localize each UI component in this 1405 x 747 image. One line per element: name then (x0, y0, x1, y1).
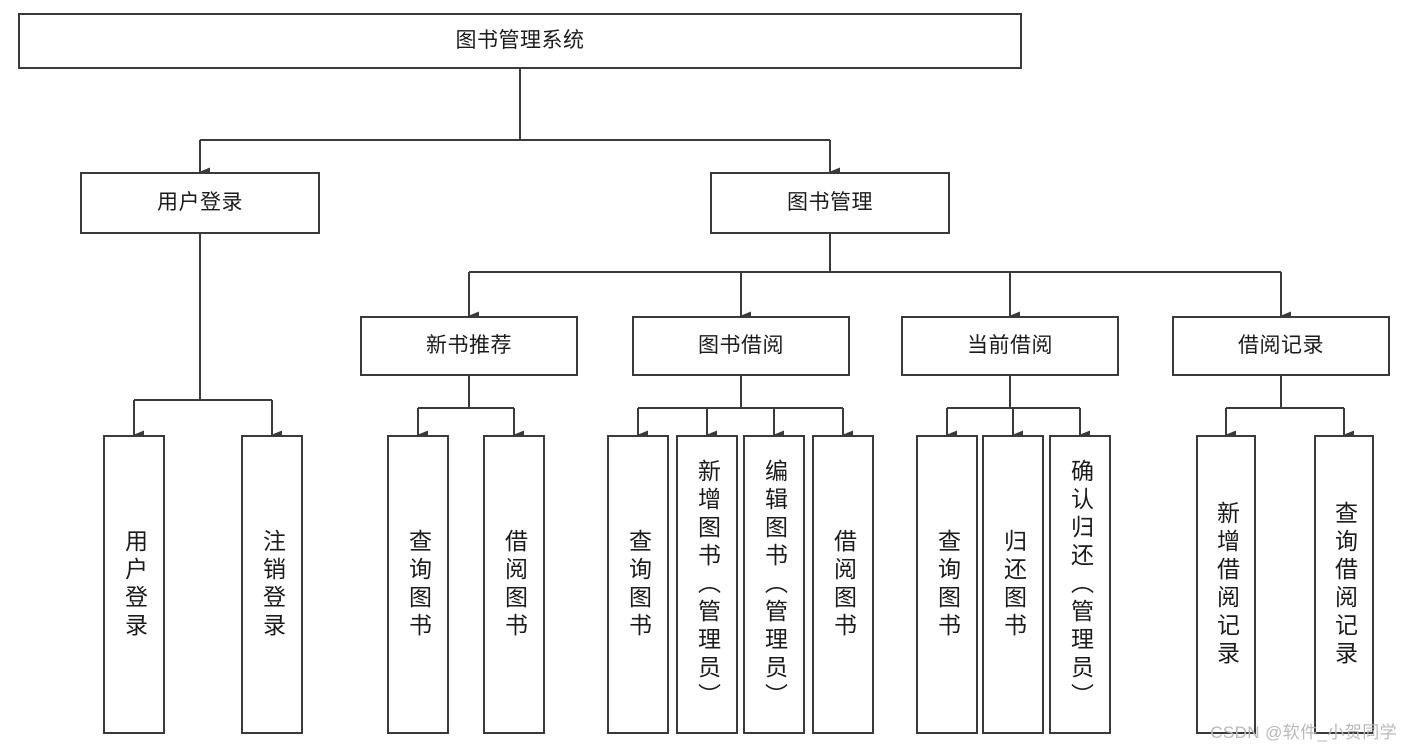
node-label: 图书管理系统 (455, 29, 585, 53)
node-label: 图书管理 (787, 191, 873, 215)
node-label: 当前借阅 (967, 334, 1053, 358)
node-label: 注销登录 (259, 528, 286, 641)
node-borrow: 图书借阅 (632, 316, 850, 376)
node-root: 图书管理系统 (18, 13, 1022, 69)
edge-layer (133, 69, 1354, 440)
node-label: 图书借阅 (698, 334, 784, 358)
node-borrow-1: 查询图书 (607, 435, 669, 734)
node-login-1: 用户登录 (103, 435, 165, 734)
node-label: 借阅记录 (1238, 334, 1324, 358)
node-current: 当前借阅 (901, 316, 1119, 376)
node-label: 查询图书 (405, 528, 432, 641)
node-label: 查询借阅记录 (1331, 500, 1358, 669)
node-newbook: 新书推荐 (360, 316, 578, 376)
node-borrow-2: 新增图书（管理员） (676, 435, 738, 734)
node-current-2: 归还图书 (982, 435, 1044, 734)
node-label: 确认归还（管理员） (1067, 458, 1094, 711)
node-borrow-4: 借阅图书 (812, 435, 874, 734)
node-current-1: 查询图书 (916, 435, 978, 734)
node-newbook-1: 查询图书 (387, 435, 449, 734)
node-borrow-3: 编辑图书（管理员） (743, 435, 805, 734)
node-record-2: 查询借阅记录 (1314, 435, 1374, 734)
node-label: 新增借阅记录 (1213, 500, 1240, 669)
node-label: 用户登录 (121, 528, 148, 641)
node-label: 借阅图书 (830, 528, 857, 641)
node-label: 新书推荐 (426, 334, 512, 358)
node-login-2: 注销登录 (241, 435, 303, 734)
node-label: 用户登录 (157, 191, 243, 215)
node-newbook-2: 借阅图书 (483, 435, 545, 734)
node-label: 查询图书 (625, 528, 652, 641)
node-record-1: 新增借阅记录 (1196, 435, 1256, 734)
node-label: 编辑图书（管理员） (761, 458, 788, 711)
watermark-label: CSDN @软件_小贺同学 (1210, 723, 1397, 742)
node-label: 查询图书 (934, 528, 961, 641)
node-login: 用户登录 (80, 172, 320, 234)
node-record: 借阅记录 (1172, 316, 1390, 376)
node-current-3: 确认归还（管理员） (1049, 435, 1111, 734)
node-label: 归还图书 (1000, 528, 1027, 641)
node-label: 新增图书（管理员） (694, 458, 721, 711)
node-bookmgr: 图书管理 (710, 172, 950, 234)
node-label: 借阅图书 (501, 528, 528, 641)
